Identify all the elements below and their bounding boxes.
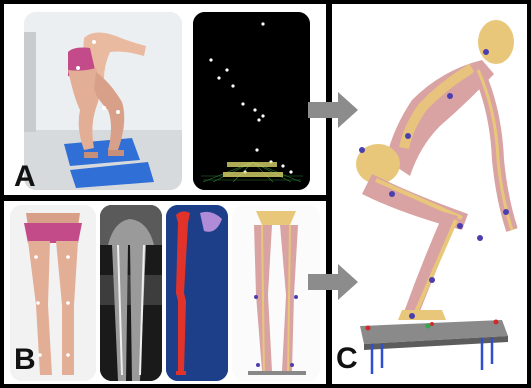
mri-bone-segmentation [166, 205, 228, 381]
panel-c-label: C [336, 344, 358, 374]
musculoskeletal-model-frontal [232, 205, 320, 381]
participant-photo-squat [24, 12, 182, 190]
panel-a-label: A [14, 162, 36, 192]
panel-a: A [4, 4, 326, 195]
panel-b: B [4, 201, 326, 384]
motion-capture-markers [193, 12, 310, 190]
mri-scan-grayscale [100, 205, 162, 381]
right-arrow-icon [308, 92, 358, 128]
right-arrow-icon [308, 264, 358, 300]
panel-c: C [332, 4, 527, 384]
panel-b-label: B [14, 345, 36, 375]
musculoskeletal-model-squat [332, 4, 527, 384]
